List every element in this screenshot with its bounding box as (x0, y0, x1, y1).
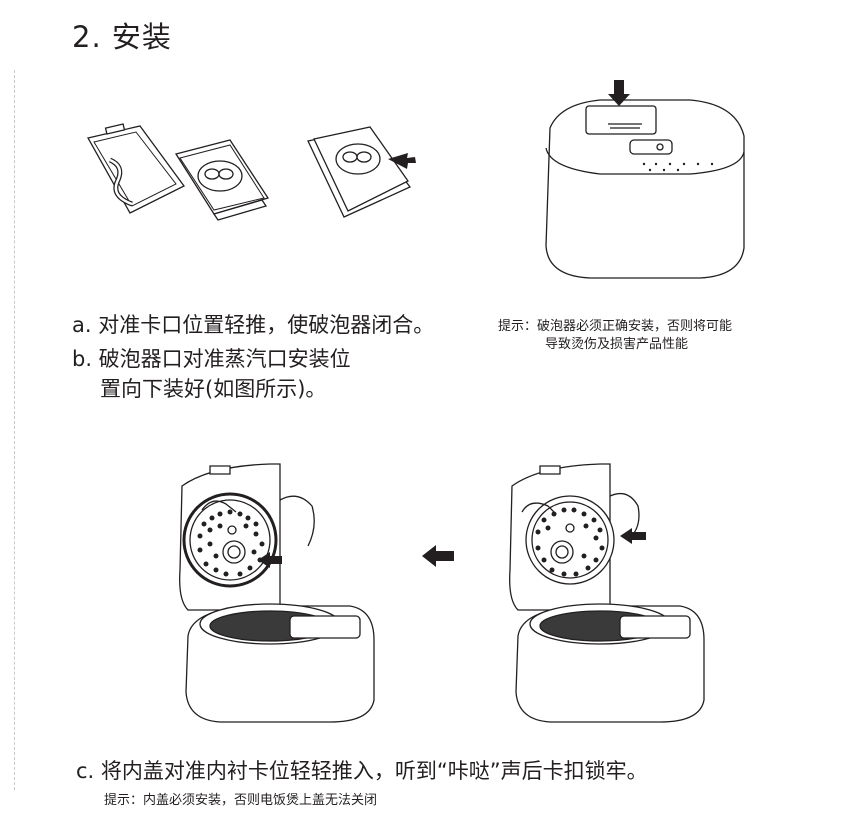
step-c-text: c. 将内盖对准内衬卡位轻轻推入，听到“咔哒”声后卡扣锁牢。 (76, 759, 648, 783)
margin-guide-line (14, 70, 15, 790)
arrow-icon (258, 552, 282, 568)
arrow-icon (608, 80, 630, 106)
steam-valve-closed-illustration (304, 125, 416, 225)
note-1-line1: 提示：破泡器必须正确安装，否则将可能 (498, 319, 733, 334)
note-steam-valve: 提示：破泡器必须正确安装，否则将可能 导致烫伤及损害产品性能 (498, 318, 732, 354)
step-b-line2: 置向下装好(如图所示)。 (100, 377, 327, 401)
note-inner-lid: 提示：内盖必须安装，否则电饭煲上盖无法关闭 (104, 793, 378, 808)
inner-lid-install-illustration (500, 460, 710, 725)
section-title: 2. 安装 (72, 20, 172, 54)
inner-lid-installed-illustration (170, 460, 380, 725)
arrow-left-icon (422, 545, 454, 567)
step-b-line1: b. 破泡器口对准蒸汽口安装位 (72, 347, 351, 371)
arrow-icon (388, 153, 416, 169)
steam-valve-open-illustration (80, 118, 280, 228)
arrow-icon (620, 528, 646, 544)
note-1-line2: 导致烫伤及损害产品性能 (545, 337, 689, 352)
cooker-top-illustration (540, 80, 750, 283)
step-b-text: b. 破泡器口对准蒸汽口安装位 置向下装好(如图所示)。 (72, 344, 351, 404)
step-a-text: a. 对准卡口位置轻推，使破泡器闭合。 (72, 313, 435, 337)
